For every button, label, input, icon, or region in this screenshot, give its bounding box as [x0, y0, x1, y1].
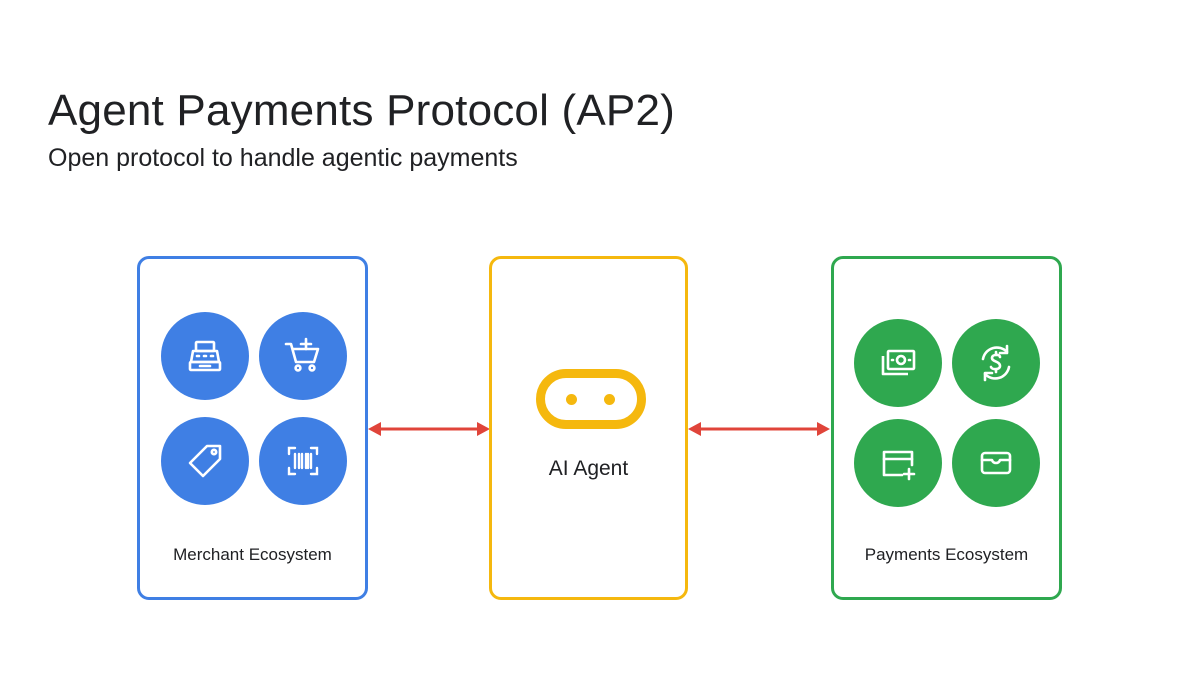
robot-face-icon: [536, 369, 646, 429]
currency-exchange-icon: [952, 319, 1040, 407]
page-subtitle: Open protocol to handle agentic payments: [48, 144, 518, 172]
merchant-ecosystem-panel: Merchant Ecosystem: [137, 256, 368, 600]
price-tag-icon: [161, 417, 249, 505]
wallet-icon: [952, 419, 1040, 507]
cash-register-icon: [161, 312, 249, 400]
payments-ecosystem-label: Payments Ecosystem: [864, 545, 1029, 564]
merchant-ecosystem-label: Merchant Ecosystem: [173, 545, 332, 564]
cash-bills-icon: [854, 319, 942, 407]
agent-payments-arrow: [688, 422, 830, 436]
page-title: Agent Payments Protocol (AP2): [48, 86, 675, 135]
ai-agent-panel: AI Agent: [489, 256, 688, 600]
merchant-agent-arrow: [368, 422, 490, 436]
payments-ecosystem-panel: Payments Ecosystem: [831, 256, 1062, 600]
add-card-icon: [854, 419, 942, 507]
robot-left-eye: [566, 394, 577, 405]
add-to-cart-icon: [259, 312, 347, 400]
barcode-scanner-icon: [259, 417, 347, 505]
robot-right-eye: [604, 394, 615, 405]
ai-agent-label: AI Agent: [548, 457, 629, 480]
